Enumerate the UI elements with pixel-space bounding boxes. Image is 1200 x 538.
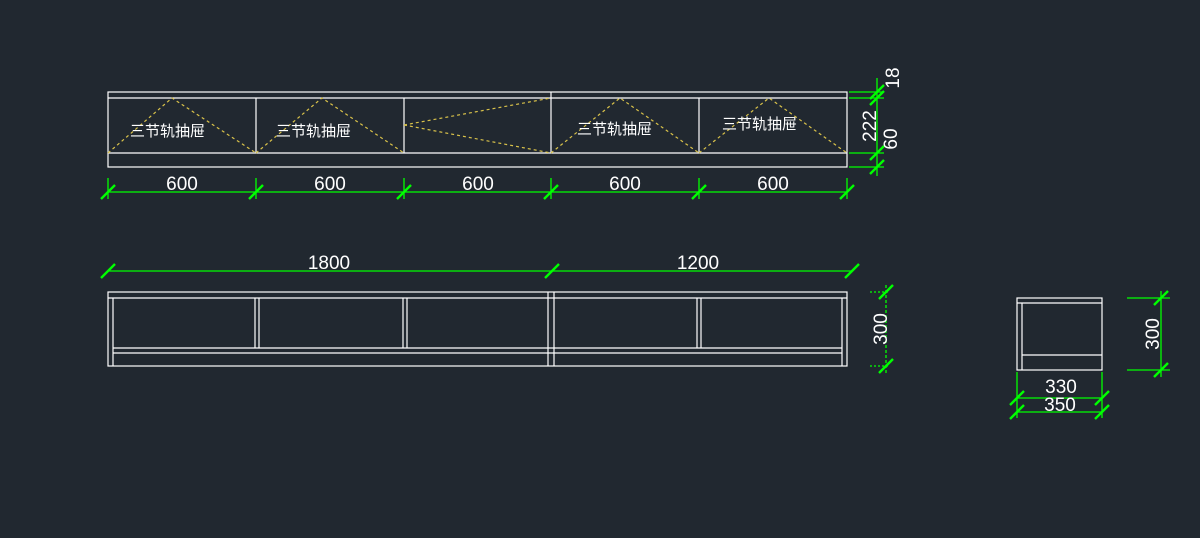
side-view — [1016, 297, 1103, 371]
drawer-label: 三节轨抽屉 — [577, 121, 652, 138]
dim-label-600: 600 — [314, 174, 346, 195]
door-hinge-dash — [403, 124, 552, 154]
plan-height-dimension — [870, 284, 894, 374]
dim-label-1200: 1200 — [677, 253, 719, 274]
dim-label-222: 222 — [860, 110, 881, 142]
front-width-dimension — [100, 178, 855, 200]
dim-label-600: 600 — [462, 174, 494, 195]
dim-label-300: 300 — [1143, 318, 1164, 350]
dim-label-600: 600 — [757, 174, 789, 195]
side-width-dimension — [1009, 372, 1110, 420]
drawer-label: 三节轨抽屉 — [722, 116, 797, 133]
drawer-label: 三节轨抽屉 — [130, 123, 205, 140]
dim-label-1800: 1800 — [308, 253, 350, 274]
front-outer-frame — [107, 91, 848, 168]
side-height-dimension — [1127, 290, 1170, 378]
dim-label-60: 60 — [881, 128, 902, 149]
dim-label-350: 350 — [1044, 395, 1076, 416]
door-hinge-dash — [403, 97, 552, 126]
plan-view — [107, 291, 848, 367]
side-outer-frame — [1016, 297, 1103, 371]
dim-label-18: 18 — [883, 67, 904, 88]
plan-outer-frame — [107, 291, 848, 367]
drawer-hinge-dash — [550, 97, 700, 154]
front-height-dimension — [849, 78, 885, 176]
drawer-label: 三节轨抽屉 — [276, 123, 351, 140]
drawer-hinge-dash — [255, 97, 405, 154]
plan-width-dimension — [100, 263, 860, 279]
dim-label-600: 600 — [166, 174, 198, 195]
front-view: 三节轨抽屉 三节轨抽屉 三节轨抽屉 三节轨抽屉 — [107, 91, 848, 168]
dim-label-300: 300 — [871, 313, 892, 345]
drawer-hinge-dash — [698, 97, 848, 154]
dim-label-600: 600 — [609, 174, 641, 195]
dim-label-330: 330 — [1045, 377, 1077, 398]
drawer-hinge-dash — [107, 97, 257, 154]
